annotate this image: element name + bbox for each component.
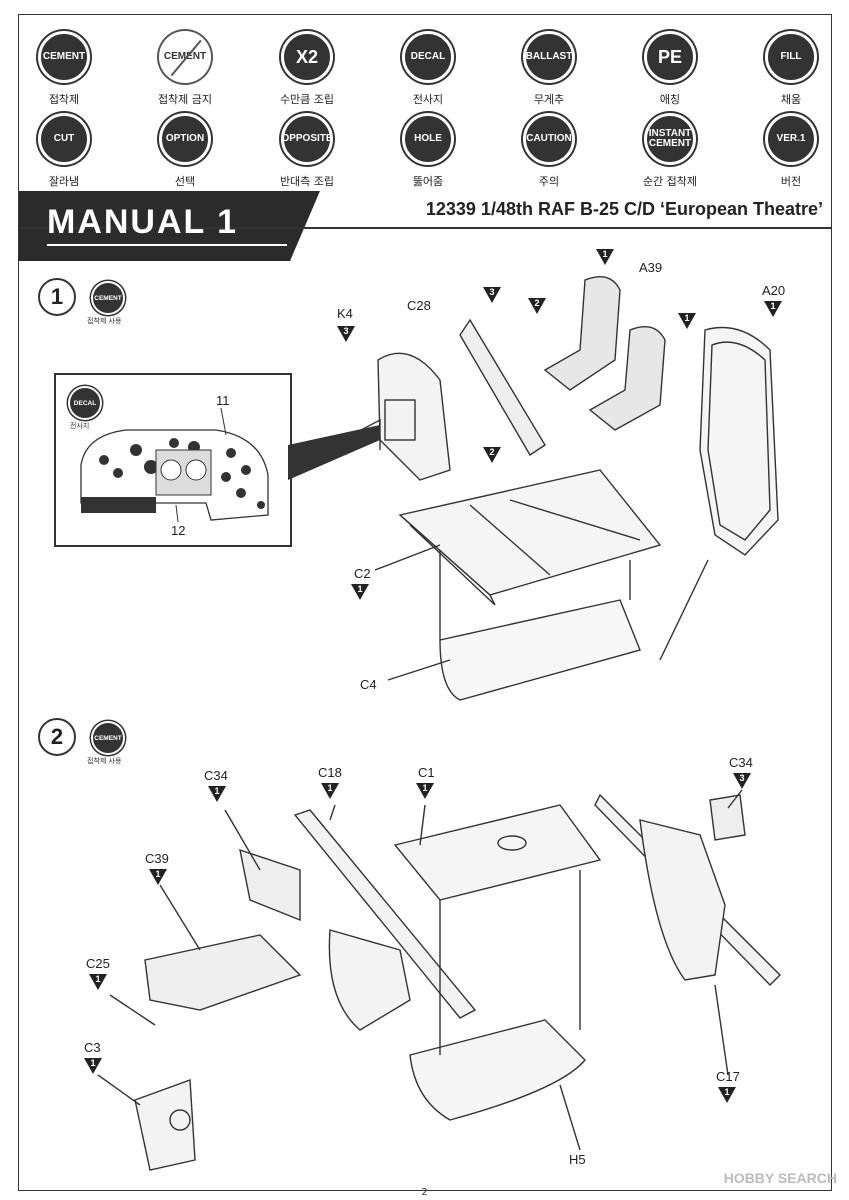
c34-left-qty: 1 xyxy=(208,786,226,802)
legend-label: 잘라냄 xyxy=(48,175,80,188)
legend-badge: VER.1 xyxy=(765,113,817,165)
marker-2-b: 2 xyxy=(483,447,501,463)
k4-qty-marker: 3 xyxy=(337,326,355,342)
legend-badge: X2 xyxy=(281,31,333,83)
legend-badge: INSTANT CEMENT xyxy=(644,113,696,165)
legend-item: X2 수만큼 조립 xyxy=(257,31,357,107)
legend-label: 반대측 조립 xyxy=(279,175,335,188)
legend-badge: CEMENT xyxy=(159,31,211,83)
step-1-cement-label: 접착제 사용 xyxy=(87,317,122,325)
page-frame xyxy=(18,14,832,1191)
legend-badge: HOLE xyxy=(402,113,454,165)
legend-label: 선택 xyxy=(174,175,196,188)
legend-label: 채움 xyxy=(780,93,802,106)
part-label-c4: C4 xyxy=(360,677,377,692)
part-label-c18: C18 xyxy=(318,765,342,780)
legend-label: 순간 접착제 xyxy=(642,175,698,188)
legend-item: PE 애칭 xyxy=(620,31,720,107)
legend-item: BALLAST 무게추 xyxy=(499,31,599,107)
part-label-a39: A39 xyxy=(639,260,663,275)
c3-qty: 1 xyxy=(84,1058,102,1074)
part-label-h5: H5 xyxy=(569,1152,586,1167)
legend-label: 전사지 xyxy=(412,93,444,106)
part-label-c34-left: C34 xyxy=(204,768,228,783)
legend-badge: CAUTION xyxy=(523,113,575,165)
legend-item: DECAL 전사지 xyxy=(378,31,478,107)
part-label-c3: C3 xyxy=(84,1040,101,1055)
legend-label: 애칭 xyxy=(659,93,681,106)
legend-label: 접착제 xyxy=(48,93,80,106)
marker-1-a: 1 xyxy=(596,249,614,265)
legend-item: FILL 채움 xyxy=(741,31,841,107)
legend-badge: DECAL xyxy=(402,31,454,83)
a20-qty-marker: 1 xyxy=(764,301,782,317)
c2-qty-marker: 1 xyxy=(351,584,369,600)
legend-item: CUT 잘라냄 xyxy=(14,113,114,189)
manual-banner: MANUAL 1 12339 1/48th RAF B-25 C/D ‘Euro… xyxy=(19,191,831,261)
c1-qty: 1 xyxy=(416,783,434,799)
c18-qty: 1 xyxy=(321,783,339,799)
marker-3: 3 xyxy=(483,287,501,303)
part-label-c34-right: C34 xyxy=(729,755,753,770)
c25-qty: 1 xyxy=(89,974,107,990)
c39-qty: 1 xyxy=(149,869,167,885)
page-number: 2 xyxy=(421,1187,428,1198)
c17-qty: 1 xyxy=(718,1087,736,1103)
title-underline xyxy=(47,244,287,246)
legend-badge: CEMENT xyxy=(38,31,90,83)
instrument-panel-drawing xyxy=(80,407,269,523)
step-2-cement-badge: CEMENT xyxy=(91,721,125,755)
instrument-panel-inset: DECAL 전사지 11 12 xyxy=(54,373,292,547)
legend-item: INSTANT CEMENT 순간 접착제 xyxy=(620,113,720,189)
part-label-c17: C17 xyxy=(716,1069,740,1084)
kit-subtitle: 12339 1/48th RAF B-25 C/D ‘European Thea… xyxy=(425,199,823,219)
legend-item: CAUTION 주의 xyxy=(499,113,599,189)
c34-right-qty: 3 xyxy=(733,773,751,789)
legend-label: 수만큼 조립 xyxy=(279,93,335,106)
legend-badge: OPPOSITE xyxy=(281,113,333,165)
part-label-k4: K4 xyxy=(337,306,353,321)
legend-badge: CUT xyxy=(38,113,90,165)
marker-2-a: 2 xyxy=(528,298,546,314)
legend-label: 무게추 xyxy=(533,93,565,106)
legend-item: OPTION 선택 xyxy=(135,113,235,189)
inset-callout-12: 12 xyxy=(171,523,186,538)
step-1-number: 1 xyxy=(38,278,76,316)
part-label-c1: C1 xyxy=(418,765,435,780)
inset-decal-badge: DECAL xyxy=(68,386,102,420)
inset-callout-11: 11 xyxy=(216,393,230,408)
watermark: HOBBY SEARCH xyxy=(723,1170,837,1186)
legend-item: VER.1 버전 xyxy=(741,113,841,189)
part-label-c39: C39 xyxy=(145,851,169,866)
inset-decal-label: 전사지 xyxy=(70,422,90,430)
part-label-c25: C25 xyxy=(86,956,110,971)
part-label-a20: A20 xyxy=(762,283,786,298)
legend-badge: BALLAST xyxy=(523,31,575,83)
marker-1-b: 1 xyxy=(678,313,696,329)
step-2-number: 2 xyxy=(38,718,76,756)
manual-title: MANUAL 1 xyxy=(47,203,239,241)
part-label-c28: C28 xyxy=(407,298,431,313)
legend-label: 버전 xyxy=(780,175,802,188)
legend-item: HOLE 뚫어줌 xyxy=(378,113,478,189)
step-1-cement-badge: CEMENT xyxy=(91,281,125,315)
legend-label: 접착제 금지 xyxy=(157,93,213,106)
legend-label: 뚫어줌 xyxy=(412,175,444,188)
legend-label: 주의 xyxy=(538,175,560,188)
legend-badge: FILL xyxy=(765,31,817,83)
legend-item: CEMENT 접착제 xyxy=(14,31,114,107)
legend-item: OPPOSITE 반대측 조립 xyxy=(257,113,357,189)
part-label-c2: C2 xyxy=(354,566,371,581)
step-2-cement-label: 접착제 사용 xyxy=(87,757,122,765)
legend-item: CEMENT 접착제 금지 xyxy=(135,31,235,107)
legend-badge: OPTION xyxy=(159,113,211,165)
legend-badge: PE xyxy=(644,31,696,83)
